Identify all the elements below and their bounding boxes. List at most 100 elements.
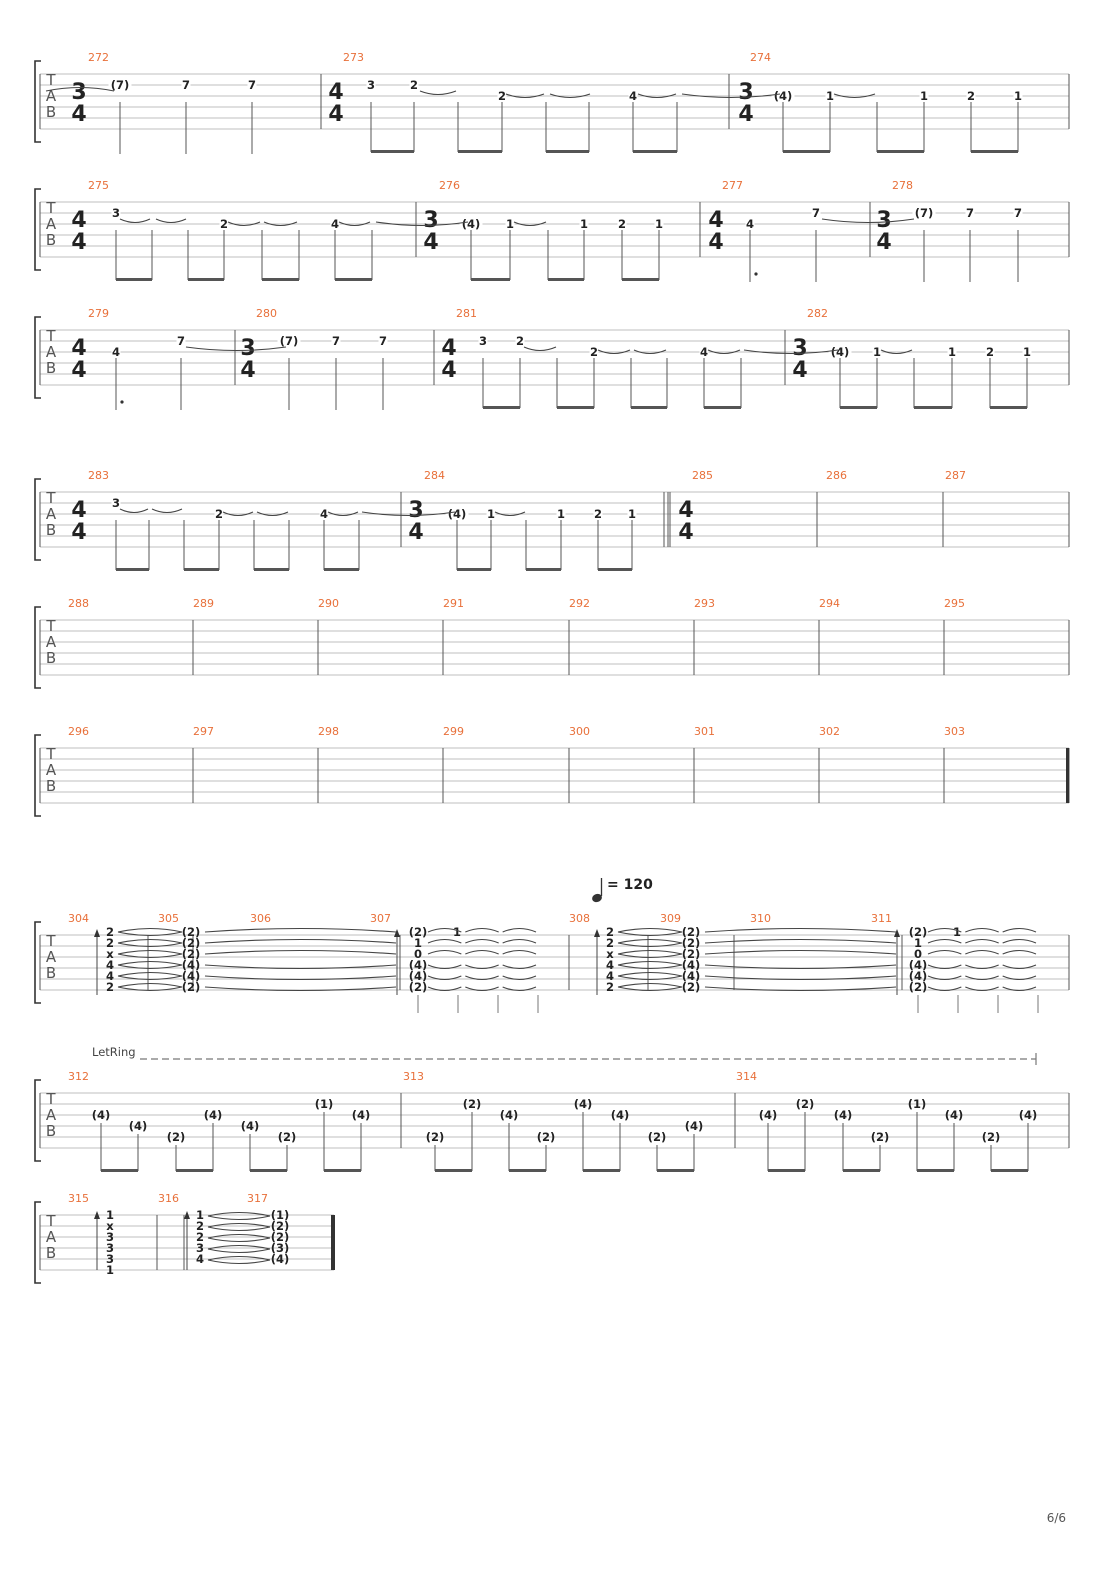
- tie: [119, 508, 149, 514]
- fret-bg: [1013, 207, 1023, 219]
- tie: [117, 949, 183, 955]
- page-number: 6/6: [1046, 1511, 1066, 1525]
- tie: [207, 1237, 271, 1243]
- tie: [821, 218, 915, 224]
- system-bracket: [34, 316, 41, 399]
- tie: [1002, 927, 1037, 933]
- measure-number: 276: [439, 179, 460, 192]
- fret-number: 7: [177, 334, 185, 348]
- chord-fret-number: (3): [271, 1241, 290, 1255]
- fret-bg: [628, 90, 638, 102]
- time-signature-numerator: 4: [441, 336, 456, 361]
- measure-number: 286: [826, 469, 847, 482]
- beam: [783, 150, 830, 153]
- tie: [204, 964, 397, 970]
- fret-bg: [1022, 346, 1032, 358]
- beam: [704, 406, 741, 409]
- tab-clef-letter: B: [46, 103, 56, 121]
- time-signature-denominator: 4: [738, 102, 753, 127]
- beam: [324, 1169, 361, 1172]
- beam: [116, 278, 152, 281]
- tie: [549, 93, 591, 99]
- fret-number: 3: [367, 78, 375, 92]
- chord-fret-number: (2): [271, 1219, 290, 1233]
- beam: [633, 150, 677, 153]
- fret-bg: [319, 508, 329, 520]
- beam: [324, 568, 359, 571]
- time-signature-denominator: 4: [71, 520, 86, 545]
- measure-number: 289: [193, 597, 214, 610]
- chord-fret-number: (2): [909, 980, 928, 994]
- fret-number: (4): [834, 1108, 853, 1122]
- dot: [754, 272, 758, 276]
- tab-clef-letter: A: [46, 87, 57, 105]
- tab-clef-letter: T: [45, 617, 56, 635]
- fret-number: (4): [352, 1108, 371, 1122]
- arpeggio-arrow: [94, 929, 100, 937]
- measure-number: 279: [88, 307, 109, 320]
- tie: [617, 986, 683, 992]
- chord-fret-number: 2: [196, 1230, 204, 1244]
- system-bracket: [34, 188, 41, 271]
- tie: [617, 931, 683, 937]
- chord-fret-number: x: [606, 947, 614, 961]
- tie: [151, 508, 183, 514]
- measure-number: 300: [569, 725, 590, 738]
- tab-clef-letter: A: [46, 761, 57, 779]
- chord-fret-number: (4): [909, 958, 928, 972]
- fret-bg: [247, 79, 257, 91]
- beam: [509, 1169, 546, 1172]
- measure-number: 302: [819, 725, 840, 738]
- tie: [965, 964, 999, 970]
- tempo-marking: = 120: [607, 877, 653, 893]
- beam: [101, 1169, 138, 1172]
- tie: [502, 927, 537, 933]
- fret-number: 3: [112, 206, 120, 220]
- fret-number: 7: [966, 206, 974, 220]
- chord-fret-number: (2): [182, 925, 201, 939]
- fret-number: (2): [167, 1130, 186, 1144]
- fret-bg: [965, 207, 975, 219]
- fret-bg: [486, 508, 496, 520]
- fret-bg: [409, 79, 419, 91]
- measure-number: 273: [343, 51, 364, 64]
- time-signature-denominator: 4: [678, 520, 693, 545]
- measure-number: 297: [193, 725, 214, 738]
- time-signature-numerator: 3: [792, 336, 807, 361]
- chord-fret-number: 2: [606, 936, 614, 950]
- tie: [207, 1226, 271, 1232]
- tie: [117, 964, 183, 970]
- tie: [427, 927, 462, 933]
- chord-fret-number: 1: [414, 936, 422, 950]
- beam: [116, 568, 149, 571]
- beam: [250, 1169, 287, 1172]
- chord-fret-number: x: [106, 947, 114, 961]
- tie: [505, 93, 545, 99]
- beam: [914, 406, 952, 409]
- measure-number: 314: [736, 1070, 757, 1083]
- chord-fret-number: (4): [182, 958, 201, 972]
- fret-bg: [366, 79, 376, 91]
- tie: [704, 927, 897, 933]
- fret-number: 1: [920, 89, 928, 103]
- measure-number: 304: [68, 912, 89, 925]
- beam: [840, 406, 877, 409]
- measure-number: 306: [250, 912, 271, 925]
- system-bracket: [34, 1201, 41, 1284]
- beam: [435, 1169, 472, 1172]
- fret-number: 4: [112, 345, 120, 359]
- time-signature-numerator: 4: [71, 498, 86, 523]
- chord-fret-number: 3: [196, 1241, 204, 1255]
- time-signature-numerator: 3: [876, 208, 891, 233]
- fret-bg: [459, 218, 483, 230]
- time-signature-denominator: 4: [240, 358, 255, 383]
- fret-bg: [108, 79, 132, 91]
- beam: [483, 406, 520, 409]
- tie: [45, 86, 115, 92]
- beam: [546, 150, 589, 153]
- fret-bg: [627, 508, 637, 520]
- fret-number: 7: [248, 78, 256, 92]
- tie: [681, 93, 781, 99]
- chord-fret-number: 1: [453, 925, 461, 939]
